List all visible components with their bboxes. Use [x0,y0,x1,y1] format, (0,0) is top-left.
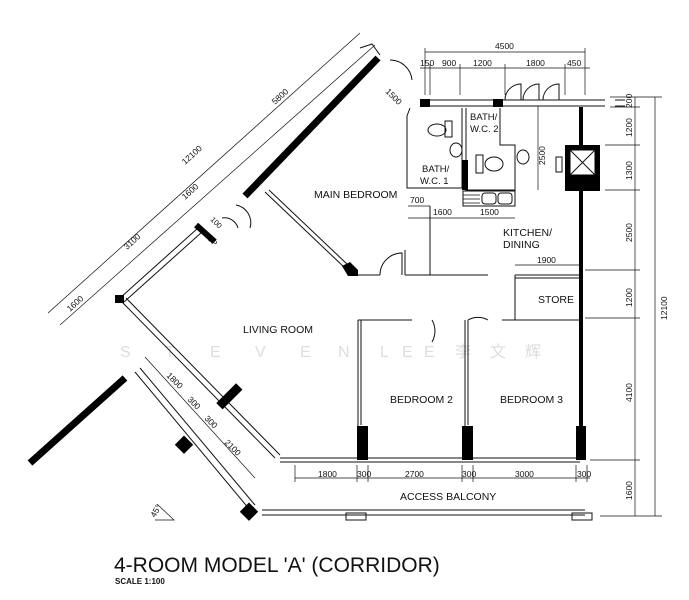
room-label-bath1-line2: W.C. 1 [420,176,449,187]
angle-label: 45° [148,503,163,519]
dim-label: 1200 [624,118,634,137]
dim-label: 700 [410,195,424,205]
watermark-letter: 文 [490,343,508,361]
drop-value: 100 [209,215,224,230]
dim-label: 300 [577,469,591,479]
watermark-letter: 李 [455,343,473,361]
dim-label: 2700 [405,469,424,479]
watermark-letter: L [380,344,391,361]
dimension-lines [47,32,662,517]
watermark-letter: E [300,344,313,361]
dim-label: 2500 [537,146,547,165]
watermark-letter: V [255,344,268,361]
dim-label: 5800 [270,86,291,106]
watermark-letter: E [424,344,437,361]
page-title: 4-ROOM MODEL 'A' (CORRIDOR) [114,554,440,577]
dim-label: 900 [442,58,456,68]
dim-label: 1200 [624,288,634,307]
dim-label: 1600 [433,207,452,217]
room-label-kitchen: KITCHEN/ [503,227,552,239]
dim-label: 200 [624,94,634,108]
angle-marker: 45° [148,503,175,521]
walls [27,43,625,521]
dim-label: 450 [567,58,581,68]
dim-label: 1500 [384,86,405,107]
dim-label: 300 [357,469,371,479]
dim-label: 300 [186,394,203,411]
room-label-main-bedroom: MAIN BEDROOM [314,189,397,201]
dim-label: 300 [203,413,220,430]
dim-label: 300 [462,469,476,479]
watermark-letter: E [402,344,415,361]
dim-label: 12100 [659,296,669,320]
dim-label: 1600 [180,181,201,201]
dim-label: 3000 [515,469,534,479]
room-label-access-balcony: ACCESS BALCONY [400,491,496,503]
dim-label: 150 [420,58,434,68]
dim-label: 1600 [65,293,86,313]
dim-label: 2500 [624,223,634,242]
dim-label: 1800 [318,469,337,479]
room-label-bath1: BATH/ [422,164,450,175]
dim-label: 1500 [480,207,499,217]
room-label-bath2: BATH/ [470,112,498,123]
dim-label: 1900 [537,255,556,265]
room-label-living-room: LIVING ROOM [243,324,313,336]
dim-label: 4100 [624,383,634,402]
scale-label: SCALE 1:100 [115,577,165,586]
watermark-letter: N [338,344,352,361]
dim-label: 1800 [526,58,545,68]
dim-label: 2100 [223,437,244,458]
dim-label: 4500 [495,41,514,51]
room-label-bath2-line2: W.C. 2 [470,124,499,135]
lift-icon [555,145,600,191]
room-label-bedroom-3: BEDROOM 3 [500,394,563,406]
dim-label: 12100 [180,143,204,166]
room-labels: MAIN BEDROOM BATH/ W.C. 1 BATH/ W.C. 2 K… [243,112,574,503]
dim-label: 1200 [473,58,492,68]
drop-label: DROP [198,226,220,248]
watermark: S T E V E N L E E 李 文 辉 [120,343,543,361]
watermark-letter: S [120,344,133,361]
room-label-dining: DINING [503,239,540,251]
dim-label: 3100 [122,231,143,251]
watermark-letter: 辉 [525,343,543,361]
dim-label: 1800 [165,370,186,391]
watermark-letter: E [210,344,223,361]
dim-label: 1600 [624,481,634,500]
dim-label: 1300 [624,161,634,180]
room-label-bedroom-2: BEDROOM 2 [390,394,453,406]
watermark-letter: T [165,344,177,361]
room-label-store: STORE [538,294,574,306]
